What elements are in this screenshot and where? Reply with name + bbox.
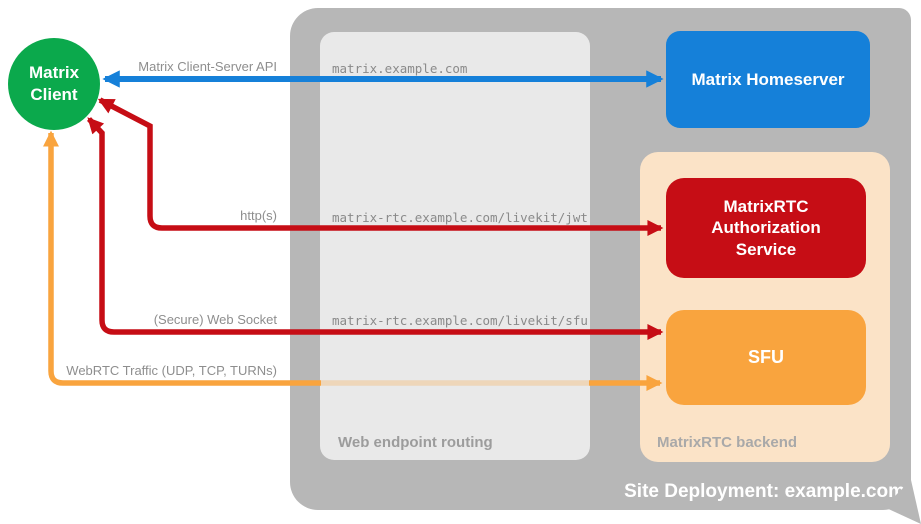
client-server-api-label: Matrix Client-Server API [138, 59, 277, 74]
site-deployment-title: Site Deployment: example.com [624, 481, 905, 502]
sfu-box: SFU [666, 310, 866, 405]
matrixrtc-authorization-service-label: MatrixRTC Authorization Service [711, 197, 821, 259]
web-endpoint-routing-label: Web endpoint routing [338, 434, 493, 451]
matrix-client-label: Matrix Client [28, 62, 80, 104]
webrtc-traffic-label: WebRTC Traffic (UDP, TCP, TURNs) [66, 363, 277, 378]
endpoint-url-livekit-jwt: matrix-rtc.example.com/livekit/jwt [332, 210, 588, 225]
websocket-connection-label: (Secure) Web Socket [153, 312, 277, 327]
matrixrtc-backend-label: MatrixRTC backend [657, 434, 798, 451]
matrixrtc-authorization-service-box: MatrixRTC Authorization Service [666, 178, 866, 278]
sfu-label: SFU [748, 347, 784, 367]
endpoint-url-livekit-sfu: matrix-rtc.example.com/livekit/sfu [332, 313, 588, 328]
matrix-client-node: Matrix Client [8, 38, 100, 130]
matrix-homeserver-label: Matrix Homeserver [691, 69, 845, 89]
https-connection-label: http(s) [240, 208, 277, 223]
web-endpoint-routing-box: Web endpoint routing [320, 32, 590, 460]
matrixrtc-backend-box: MatrixRTC Authorization Service SFU Matr… [640, 152, 890, 462]
matrix-homeserver-box: Matrix Homeserver [666, 31, 870, 128]
endpoint-url-homeserver: matrix.example.com [332, 61, 468, 76]
